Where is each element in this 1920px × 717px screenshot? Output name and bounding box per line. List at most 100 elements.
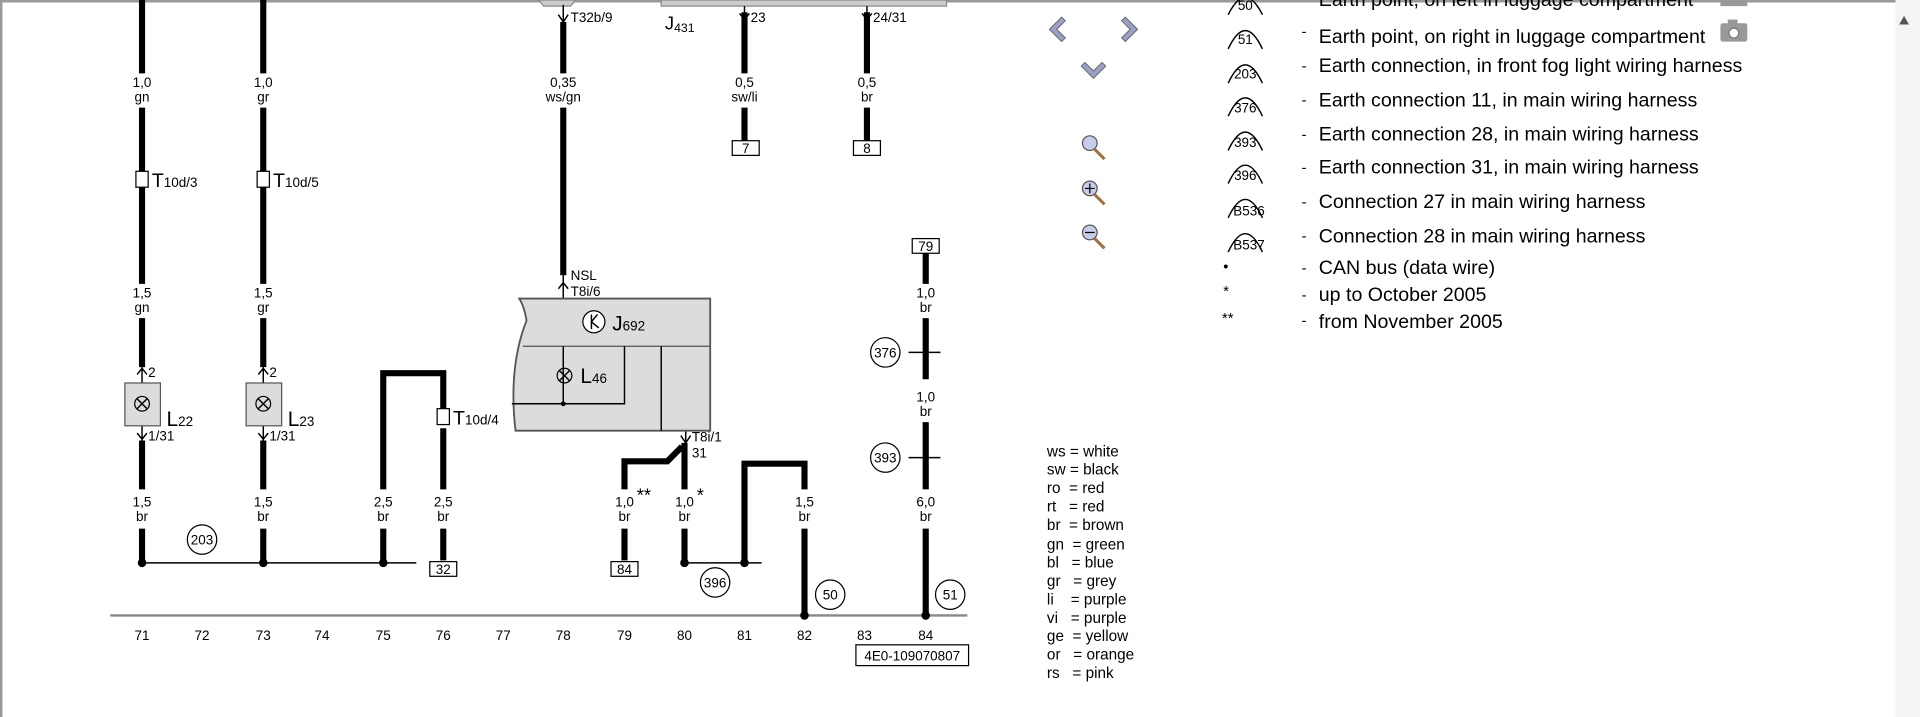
lamp-l46-label: L46: [580, 365, 607, 388]
svg-text:ws = white: ws = white: [1046, 443, 1119, 460]
svg-text:79: 79: [918, 239, 933, 254]
svg-text:81: 81: [737, 628, 752, 643]
svg-text:50: 50: [823, 588, 838, 603]
svg-text:up to October 2005: up to October 2005: [1319, 284, 1487, 306]
svg-text:br: br: [920, 300, 932, 315]
control-unit-j692: J692 L46: [511, 297, 712, 432]
camera-icon[interactable]: [1720, 19, 1748, 42]
svg-text:rt = red: rt = red: [1047, 498, 1104, 515]
svg-text:br: br: [619, 509, 631, 524]
svg-text:1,0: 1,0: [254, 75, 273, 90]
legend-item: 396-Earth connection 31, in main wiring …: [1227, 157, 1699, 184]
svg-text:•: •: [1223, 260, 1228, 276]
svg-text:br: br: [799, 509, 811, 524]
svg-text:-: -: [1302, 288, 1307, 304]
svg-text:7: 7: [742, 141, 749, 156]
svg-text:gr: gr: [257, 90, 269, 105]
doc-number: 4E0-109070807: [864, 649, 960, 664]
svg-text:75: 75: [376, 628, 391, 643]
svg-text:br: br: [920, 509, 932, 524]
svg-text:8: 8: [863, 141, 870, 156]
wires: [110, 0, 968, 620]
svg-text:1,5: 1,5: [133, 285, 152, 300]
svg-text:br = brown: br = brown: [1047, 517, 1124, 534]
legend-item: B537-Connection 28 in main wiring harnes…: [1227, 225, 1646, 253]
svg-text:B536: B536: [1233, 203, 1264, 218]
chevron-down-icon[interactable]: [1080, 61, 1107, 79]
legend-item: *-up to October 2005: [1223, 284, 1486, 306]
svg-text:T8i/1: T8i/1: [692, 430, 722, 445]
svg-text:gn = green: gn = green: [1047, 536, 1125, 553]
svg-text:1/31: 1/31: [148, 428, 174, 443]
svg-text:gr = grey: gr = grey: [1047, 573, 1117, 590]
zoom-icon[interactable]: [1081, 135, 1106, 161]
svg-text:1,5: 1,5: [133, 495, 152, 510]
svg-text:br: br: [136, 509, 148, 524]
svg-text:-: -: [1302, 229, 1307, 245]
scrollbar[interactable]: [1895, 0, 1920, 717]
svg-text:71: 71: [135, 628, 150, 643]
svg-text:rs = pink: rs = pink: [1047, 665, 1114, 682]
svg-text:74: 74: [315, 628, 330, 643]
connector-labels: T32b/9 23 24/31 NSL T8i/6 T8i/1 31 2 1/3…: [148, 10, 907, 461]
svg-text:72: 72: [195, 628, 210, 643]
svg-text:-: -: [1302, 127, 1307, 143]
svg-text:-: -: [1302, 161, 1307, 177]
svg-text:-: -: [1302, 313, 1307, 329]
legend-item: ** -from November 2005: [1222, 311, 1503, 333]
svg-text:Earth point, on right in lugga: Earth point, on right in luggage compart…: [1319, 26, 1706, 48]
svg-text:1/31: 1/31: [269, 428, 295, 443]
chevron-right-icon[interactable]: [1120, 16, 1139, 43]
svg-text:393: 393: [1234, 135, 1256, 150]
svg-text:L22: L22: [167, 408, 194, 431]
svg-text:ro = red: ro = red: [1047, 480, 1104, 497]
svg-text:or = orange: or = orange: [1047, 646, 1134, 663]
svg-text:1,5: 1,5: [254, 495, 273, 510]
svg-text:gn: gn: [135, 90, 150, 105]
legend-item: •-CAN bus (data wire): [1223, 257, 1495, 279]
svg-text:2,5: 2,5: [434, 495, 453, 510]
scroll-up-arrow-icon[interactable]: [1899, 15, 1909, 25]
zoom-out-icon[interactable]: [1081, 224, 1106, 250]
svg-text:-: -: [1302, 195, 1307, 211]
svg-text:78: 78: [556, 628, 571, 643]
svg-text:T10d/5: T10d/5: [273, 170, 319, 192]
svg-text:2,5: 2,5: [374, 495, 393, 510]
legend-item: 393-Earth connection 28, in main wiring …: [1227, 124, 1699, 151]
svg-text:*: *: [697, 485, 704, 506]
legend-item: 376-Earth connection 11, in main wiring …: [1227, 89, 1697, 117]
svg-text:B537: B537: [1233, 238, 1264, 253]
svg-text:203: 203: [191, 532, 213, 547]
svg-text:T8i/6: T8i/6: [571, 284, 601, 299]
svg-text:L23: L23: [288, 408, 315, 431]
color-code-legend: ws = white sw = black ro = red rt = red …: [1046, 443, 1134, 681]
svg-text:T10d/4: T10d/4: [453, 408, 499, 430]
svg-text:br: br: [377, 509, 389, 524]
svg-text:77: 77: [496, 628, 511, 643]
svg-text:376: 376: [1234, 101, 1256, 116]
camera-icon[interactable]: [1720, 0, 1748, 7]
chevron-left-icon[interactable]: [1048, 16, 1066, 43]
svg-text:br: br: [257, 509, 269, 524]
svg-text:50: 50: [1238, 0, 1253, 13]
svg-text:76: 76: [436, 628, 451, 643]
svg-text:from November 2005: from November 2005: [1319, 311, 1503, 333]
svg-text:-: -: [1302, 25, 1307, 41]
svg-text:1,0: 1,0: [916, 389, 935, 404]
svg-text:32: 32: [436, 562, 451, 577]
svg-text:T32b/9: T32b/9: [571, 10, 613, 25]
svg-text:1,0: 1,0: [675, 495, 694, 510]
svg-text:J692: J692: [612, 312, 645, 335]
legend-item: 51-Earth point, on right in luggage comp…: [1227, 19, 1748, 50]
svg-text:2: 2: [148, 365, 155, 380]
zoom-in-icon[interactable]: [1081, 180, 1106, 206]
svg-text:31: 31: [692, 446, 707, 461]
svg-text:1,0: 1,0: [133, 75, 152, 90]
svg-text:CAN bus (data wire): CAN bus (data wire): [1319, 257, 1495, 279]
connector-t10d3: T10d/3: [135, 170, 197, 192]
svg-text:**: **: [1222, 311, 1234, 327]
